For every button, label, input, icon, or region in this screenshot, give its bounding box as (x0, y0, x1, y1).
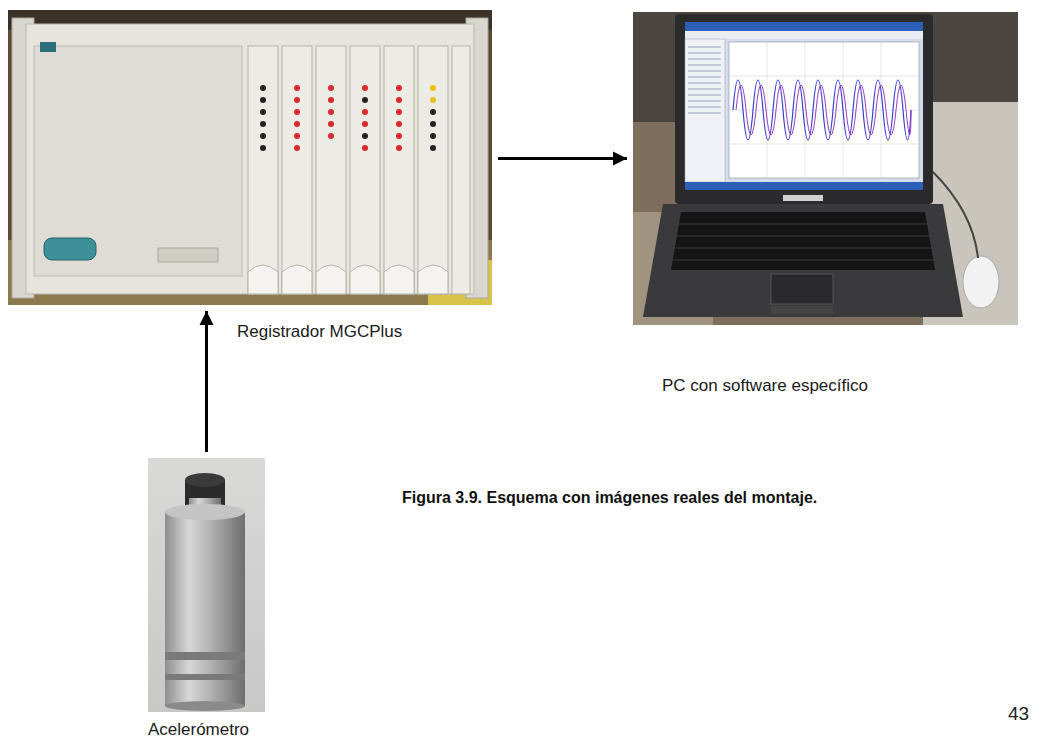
page-number: 43 (1008, 703, 1029, 725)
device-label: Acelerómetro (148, 720, 249, 740)
photo-node: PC con software específico (633, 12, 1018, 325)
flow-arrow (498, 152, 627, 166)
flow-arrow (200, 311, 214, 452)
figure-caption: Figura 3.9. Esquema con imágenes reales … (402, 488, 817, 508)
laptop-photo (633, 12, 1018, 325)
photo-node: Registrador MGCPlus (8, 10, 492, 305)
accelerometer-photo (148, 458, 265, 712)
photo-node: Acelerómetro (148, 458, 265, 712)
device-label: Registrador MGCPlus (237, 322, 402, 342)
device-label: PC con software específico (662, 376, 868, 396)
recorder-photo (8, 10, 492, 305)
